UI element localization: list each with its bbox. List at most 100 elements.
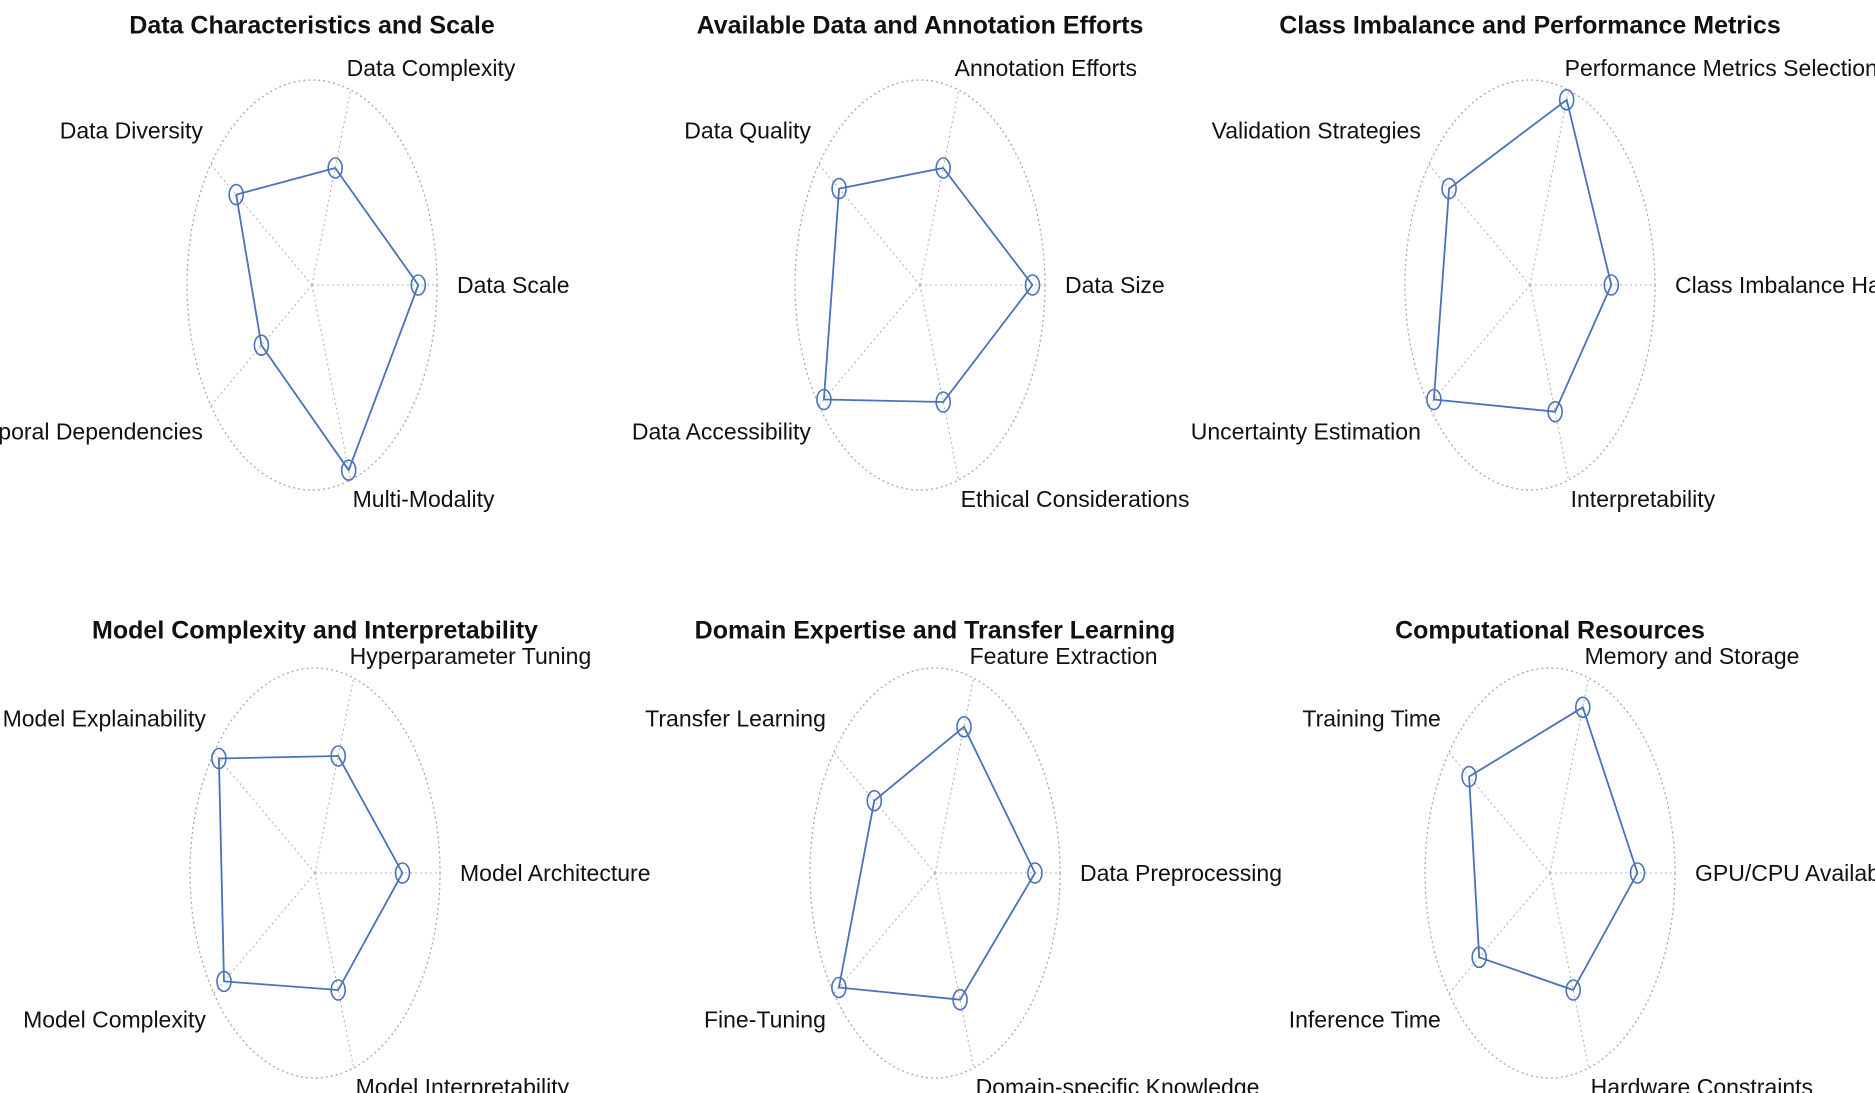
axis-spoke — [1428, 164, 1531, 286]
data-point — [1426, 388, 1442, 411]
axis-label: Performance Metrics Selection — [1565, 55, 1875, 81]
axis-label: Annotation Efforts — [955, 55, 1137, 81]
axis-spoke — [1448, 872, 1551, 994]
axis-label: Ethical Considerations — [961, 486, 1190, 512]
series-line — [838, 725, 1036, 1001]
axis-spoke — [934, 872, 975, 1069]
data-point — [1547, 400, 1563, 423]
data-point — [327, 157, 344, 179]
series-line — [1468, 706, 1639, 991]
radar-chart-5: Domain Expertise and Transfer LearningDa… — [645, 617, 1282, 1093]
radar-chart-3: Class Imbalance and Performance MetricsC… — [1191, 12, 1875, 512]
axis-spoke — [1549, 872, 1590, 1069]
axis-spoke — [210, 284, 313, 406]
grid-ring — [809, 667, 1061, 1079]
axis-label: Uncertainty Estimation — [1191, 418, 1421, 444]
data-point — [340, 459, 357, 482]
radar-chart-4: Model Complexity and InterpretabilityMod… — [3, 617, 651, 1093]
radar-chart-2: Available Data and Annotation EffortsDat… — [632, 12, 1190, 512]
chart-title: Available Data and Annotation Efforts — [697, 12, 1144, 40]
grid-ring — [186, 79, 438, 491]
data-point — [1565, 979, 1581, 1001]
data-point — [216, 970, 232, 993]
data-point — [330, 745, 347, 767]
axis-label: Inference Time — [1289, 1006, 1441, 1032]
axis-label: Feature Extraction — [970, 643, 1158, 669]
series-line — [823, 167, 1034, 403]
chart-title: Class Imbalance and Performance Metrics — [1279, 12, 1781, 40]
axis-label: Data Quality — [684, 118, 811, 144]
data-point — [410, 274, 427, 296]
axis-label: Model Explainability — [3, 706, 207, 732]
grid-ring — [794, 79, 1046, 491]
series-line — [235, 167, 420, 472]
data-point — [831, 177, 847, 200]
axis-spoke — [1529, 89, 1570, 286]
data-point — [211, 747, 227, 770]
axis-label: Data Accessibility — [632, 418, 811, 444]
axis-label: Fine-Tuning — [704, 1006, 826, 1032]
series-line — [217, 755, 404, 991]
data-point — [1629, 862, 1646, 884]
data-point — [1471, 946, 1487, 969]
data-point — [253, 334, 270, 357]
data-point — [956, 715, 972, 738]
axis-spoke — [213, 752, 316, 874]
axis-spoke — [919, 89, 960, 286]
data-point — [816, 388, 832, 411]
axis-spoke — [314, 872, 355, 1069]
data-point — [1603, 274, 1620, 296]
data-point — [1027, 862, 1043, 884]
axis-label: Transfer Learning — [645, 706, 826, 732]
axis-spoke — [833, 752, 936, 874]
data-point — [1575, 696, 1591, 719]
axis-label: Data Size — [1065, 272, 1165, 298]
grid-ring — [1424, 667, 1676, 1079]
axis-spoke — [213, 872, 316, 994]
axis-label: Model Architecture — [460, 860, 650, 886]
axis-spoke — [311, 284, 352, 481]
axis-label: Hardware Constraints — [1591, 1074, 1813, 1093]
axis-label: Validation Strategies — [1212, 118, 1421, 144]
data-point — [394, 862, 411, 884]
data-point — [1024, 274, 1041, 296]
axis-label: Interpretability — [1571, 486, 1716, 512]
data-point — [935, 391, 952, 413]
data-point — [1558, 89, 1575, 111]
chart-title: Data Characteristics and Scale — [129, 12, 495, 40]
data-point — [952, 988, 968, 1011]
data-point — [330, 979, 347, 1001]
series-line — [1433, 98, 1613, 413]
axis-label: GPU/CPU Availability — [1695, 860, 1875, 886]
axis-spoke — [919, 284, 960, 481]
axis-label: Data Preprocessing — [1080, 860, 1282, 886]
axis-label: Domain-specific Knowledge — [976, 1074, 1260, 1093]
axis-label: Data Diversity — [60, 118, 204, 144]
axis-label: Model Interpretability — [356, 1074, 570, 1093]
axis-label: Data Complexity — [347, 55, 516, 81]
axis-spoke — [1529, 284, 1570, 481]
axis-label: Training Time — [1302, 706, 1440, 732]
axis-label: Temporal Dependencies — [0, 418, 203, 444]
axis-spoke — [1428, 284, 1531, 406]
chart-title: Model Complexity and Interpretability — [92, 617, 538, 645]
axis-spoke — [934, 677, 975, 874]
axis-spoke — [818, 164, 921, 286]
axis-spoke — [210, 164, 313, 286]
axis-spoke — [833, 872, 936, 994]
axis-label: Data Scale — [457, 272, 570, 298]
chart-title: Domain Expertise and Transfer Learning — [695, 617, 1176, 645]
data-point — [935, 157, 952, 179]
chart-title: Computational Resources — [1395, 617, 1705, 645]
axis-label: Class Imbalance Handling — [1675, 272, 1875, 298]
data-point — [866, 789, 883, 812]
axis-spoke — [1448, 752, 1551, 874]
axis-spoke — [311, 89, 352, 286]
axis-spoke — [1549, 677, 1590, 874]
axis-spoke — [314, 677, 355, 874]
data-point — [831, 976, 847, 999]
axis-label: Model Complexity — [23, 1006, 206, 1032]
axis-spoke — [818, 284, 921, 406]
